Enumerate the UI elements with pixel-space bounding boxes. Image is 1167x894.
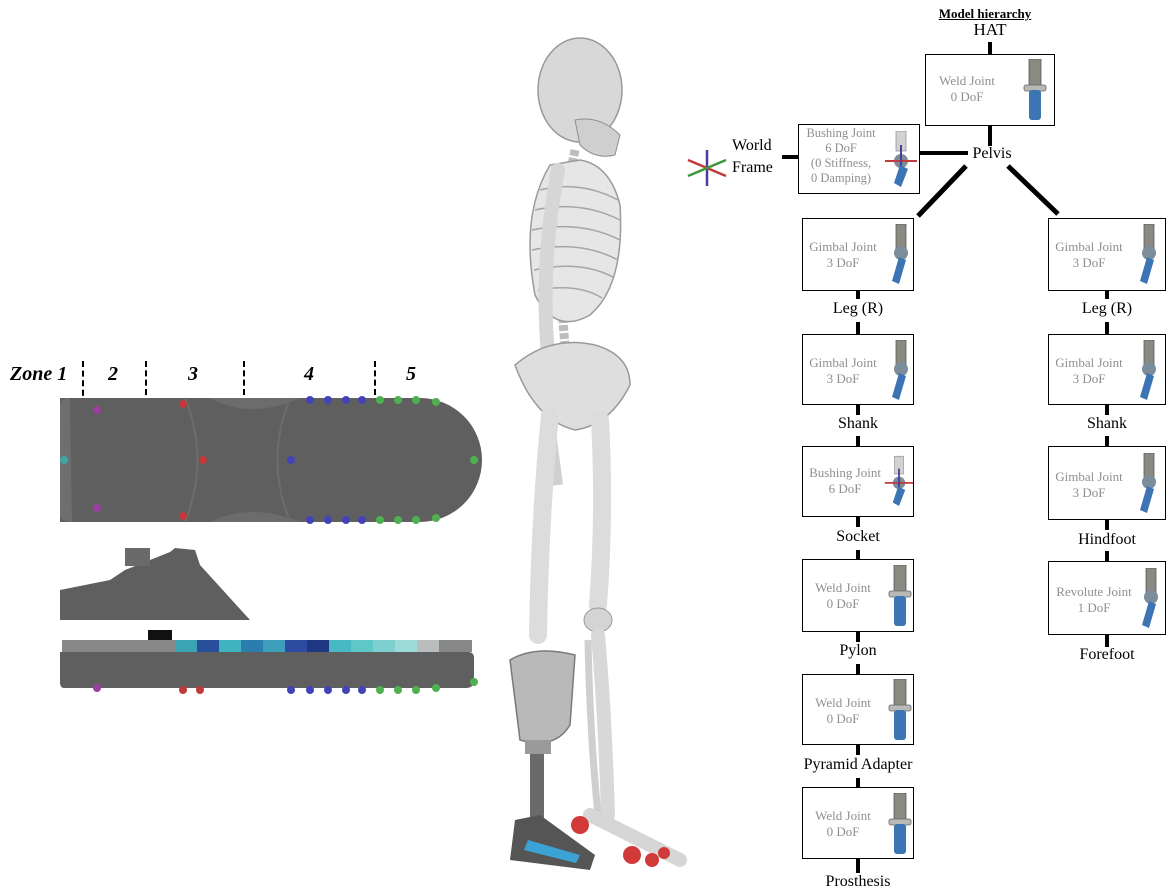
bushing-joint-icon (883, 453, 915, 511)
connector (856, 405, 860, 415)
connector (856, 322, 860, 334)
joint-dof: 3 DoF (1049, 371, 1129, 387)
joint-box-knee-left-col: Gimbal Joint 3 DoF (802, 334, 914, 405)
connector (988, 42, 992, 54)
gimbal-joint-icon (889, 224, 913, 286)
foot-top-view (50, 390, 490, 530)
segment-leg-right-col: Leg (R) (1067, 300, 1147, 318)
joint-dof: 3 DoF (803, 255, 883, 271)
joint-stiffness: (0 Stiffness, (799, 156, 883, 171)
joint-dof: 3 DoF (803, 371, 883, 387)
joint-type: Weld Joint (926, 73, 1008, 89)
connector (1105, 405, 1109, 415)
joint-type: Bushing Joint (799, 126, 883, 141)
segment-hindfoot: Hindfoot (1067, 531, 1147, 549)
joint-box-knee-right-col: Gimbal Joint 3 DoF (1048, 334, 1166, 405)
joint-type: Weld Joint (803, 695, 883, 711)
bushing-joint-icon (883, 131, 919, 189)
pressure-strip (175, 640, 439, 652)
zone-label-4: 4 (304, 363, 314, 386)
joint-dof: 6 DoF (803, 481, 887, 497)
joint-box-world-pelvis: Bushing Joint 6 DoF (0 Stiffness, 0 Damp… (798, 124, 920, 194)
connector (856, 436, 860, 446)
segment-pylon: Pylon (818, 642, 898, 660)
connector (1105, 322, 1109, 334)
weld-joint-icon (1022, 59, 1048, 121)
revolute-joint-icon (1139, 568, 1163, 630)
joint-type: Gimbal Joint (1049, 469, 1129, 485)
connector (856, 859, 860, 873)
gimbal-joint-icon (1137, 340, 1161, 402)
gimbal-joint-icon (1137, 224, 1161, 286)
gimbal-joint-icon (889, 340, 913, 402)
joint-box-pyramid: Weld Joint 0 DoF (802, 674, 914, 745)
connector (856, 664, 860, 674)
connector (1105, 436, 1109, 446)
joint-type: Weld Joint (803, 580, 883, 596)
connector (856, 745, 860, 755)
segment-socket: Socket (818, 528, 898, 546)
segment-pelvis: Pelvis (962, 145, 1022, 163)
joint-dof: 6 DoF (799, 141, 883, 156)
connector (1105, 291, 1109, 299)
joint-type: Gimbal Joint (1049, 239, 1129, 255)
zone-label-5: 5 (406, 363, 416, 386)
joint-box-hat-pelvis: Weld Joint 0 DoF (925, 54, 1055, 126)
weld-joint-icon (887, 679, 913, 741)
joint-type: Gimbal Joint (803, 355, 883, 371)
zone-label-3: 3 (188, 363, 198, 386)
joint-box-prosthesis: Weld Joint 0 DoF (802, 787, 914, 859)
connector (856, 517, 860, 527)
segment-forefoot: Forefoot (1067, 646, 1147, 664)
segment-pyramid-adapter: Pyramid Adapter (778, 756, 938, 774)
segment-prosthesis: Prosthesis (808, 873, 908, 891)
joint-type: Weld Joint (803, 808, 883, 824)
joint-box-hip-right-col: Gimbal Joint 3 DoF (1048, 218, 1166, 291)
segment-shank-right-col: Shank (1067, 415, 1147, 433)
joint-box-pylon: Weld Joint 0 DoF (802, 559, 914, 632)
joint-box-mtp-right-col: Revolute Joint 1 DoF (1048, 561, 1166, 635)
world-frame-label-line2: Frame (732, 159, 773, 177)
joint-dof: 3 DoF (1049, 485, 1129, 501)
weld-joint-icon (887, 565, 913, 627)
joint-box-hip-left-col: Gimbal Joint 3 DoF (802, 218, 914, 291)
joint-type: Gimbal Joint (1049, 355, 1129, 371)
skeleton-with-prosthesis (480, 15, 710, 880)
joint-type: Gimbal Joint (803, 239, 883, 255)
world-frame-label-line1: World (732, 137, 772, 155)
connector (782, 155, 798, 159)
connector (856, 291, 860, 299)
joint-dof: 0 DoF (803, 824, 883, 840)
gimbal-joint-icon (1137, 453, 1161, 515)
zone-label-1: Zone 1 (10, 363, 67, 386)
world-frame-axes-icon (684, 148, 730, 188)
joint-dof: 1 DoF (1049, 600, 1139, 616)
joint-dof: 0 DoF (926, 89, 1008, 105)
joint-dof: 3 DoF (1049, 255, 1129, 271)
connector (988, 126, 992, 146)
connector (856, 550, 860, 559)
joint-damping: 0 Damping) (799, 171, 883, 186)
segment-leg-left-col: Leg (R) (818, 300, 898, 318)
connector (1105, 520, 1109, 530)
joint-box-ankle-right-col: Gimbal Joint 3 DoF (1048, 446, 1166, 520)
connector (856, 632, 860, 642)
joint-type: Bushing Joint (803, 465, 887, 481)
joint-dof: 0 DoF (803, 596, 883, 612)
connector (1105, 551, 1109, 561)
segment-shank-left-col: Shank (818, 415, 898, 433)
connector (856, 778, 860, 787)
joint-box-socket: Bushing Joint 6 DoF (802, 446, 914, 517)
zone-label-2: 2 (108, 363, 118, 386)
segment-hat: HAT (960, 20, 1020, 40)
weld-joint-icon (887, 793, 913, 855)
foot-side-view (50, 540, 490, 700)
joint-type: Revolute Joint (1049, 584, 1139, 600)
joint-dof: 0 DoF (803, 711, 883, 727)
